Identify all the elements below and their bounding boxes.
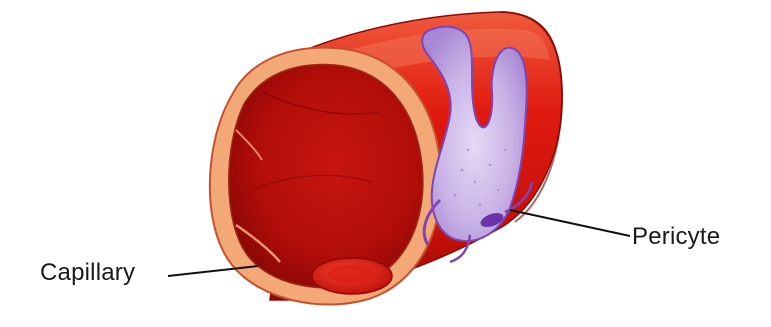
- pericyte-leader-line: [510, 210, 630, 236]
- pericyte-label: Pericyte: [632, 223, 720, 251]
- capillary-label: Capillary: [40, 259, 135, 287]
- red-blood-cell: [312, 258, 392, 294]
